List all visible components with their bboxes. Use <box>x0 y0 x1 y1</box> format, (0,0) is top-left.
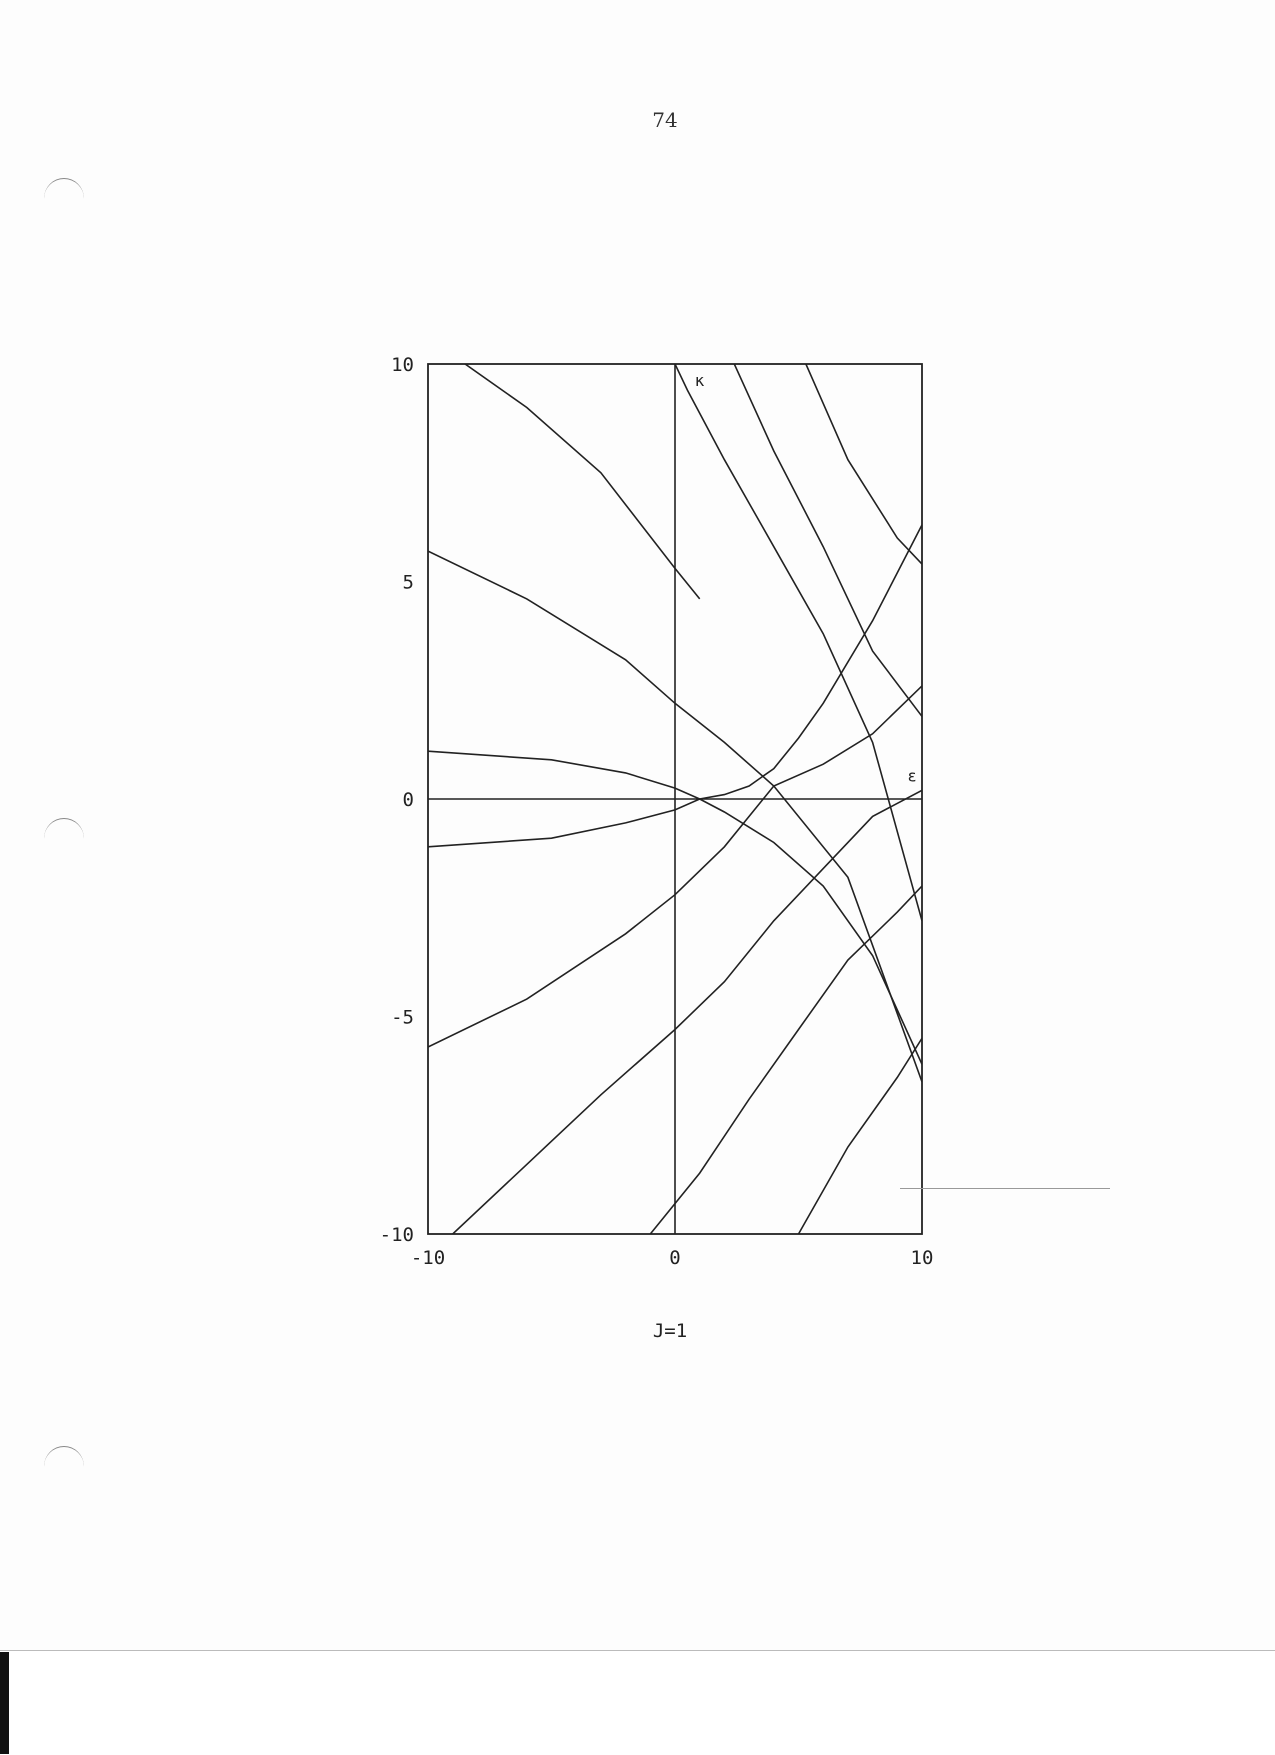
x-tick-label: 0 <box>669 1247 680 1269</box>
x-tick-label: -10 <box>411 1247 445 1269</box>
y-tick-label: 5 <box>403 572 414 594</box>
y-tick-label: -10 <box>380 1224 414 1246</box>
binder-hole-middle <box>44 818 84 859</box>
series-line-8 <box>797 1037 922 1234</box>
y-tick-label: -5 <box>391 1007 414 1029</box>
annotation-label-2: ε <box>908 767 917 786</box>
stray-mark <box>900 1188 1110 1189</box>
annotation-label-1: κ <box>695 371 705 390</box>
series-line-11 <box>733 364 922 717</box>
series-line-10 <box>805 364 922 565</box>
series-line-7 <box>649 885 922 1234</box>
series-line-9 <box>674 364 922 922</box>
scan-edge-bar <box>0 1652 9 1754</box>
scan-bottom-strip <box>0 1650 1275 1755</box>
series-line-5 <box>428 685 922 1048</box>
binder-hole-bottom <box>44 1446 84 1487</box>
series-line-6 <box>452 789 922 1234</box>
series-line-1 <box>464 364 701 600</box>
y-tick-label: 10 <box>391 354 414 376</box>
page-number: 74 <box>652 108 678 132</box>
x-tick-label: 10 <box>911 1247 934 1269</box>
series-line-3 <box>428 750 922 1065</box>
figure-caption: J=1 <box>652 1320 688 1342</box>
y-tick-label: 0 <box>403 789 414 811</box>
series-line-4 <box>428 524 922 848</box>
binder-hole-top <box>44 178 84 219</box>
series-line-2 <box>428 550 922 1083</box>
